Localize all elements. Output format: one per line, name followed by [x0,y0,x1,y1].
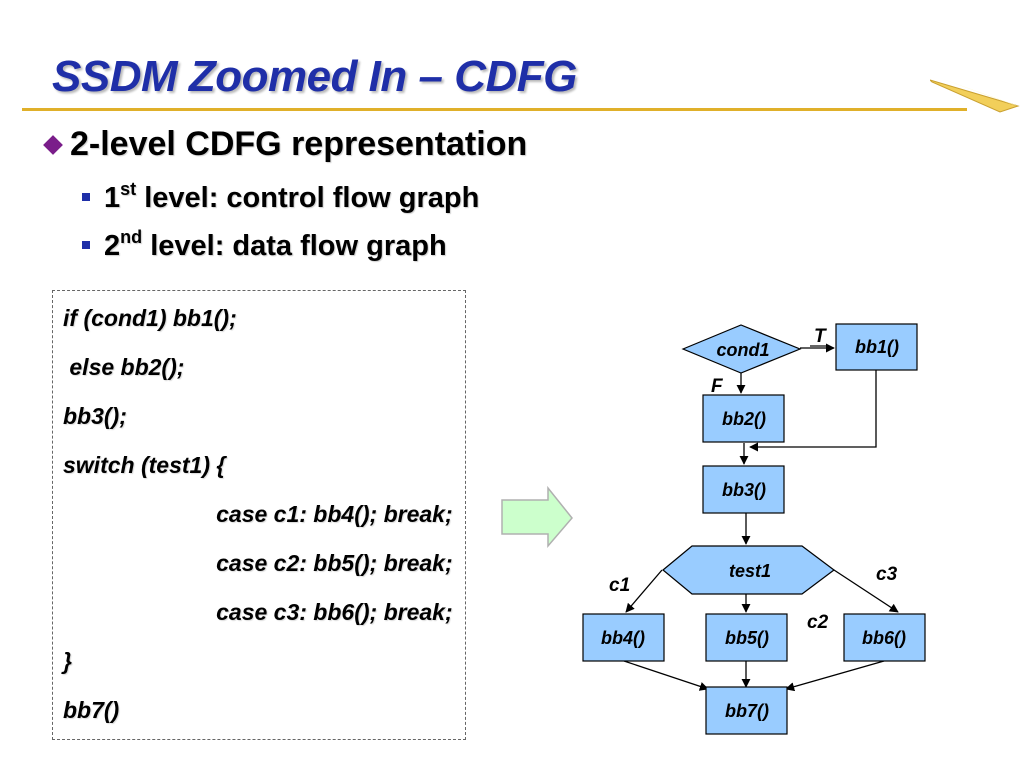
edge-label-true: T [814,326,827,347]
code-line: bb3(); [63,403,127,429]
edge-test1-bb6 [833,569,899,613]
sub-bullet-2-text: level: data flow graph [142,230,447,262]
node-bb7 [705,686,788,735]
node-bb2-label: bb2() [722,409,766,429]
sub-bullet-2: 2nd level: data flow graph [82,227,447,263]
code-line: case c3: bb6(); break; [165,599,453,625]
slide-title: SSDM Zoomed In – CDFG [52,52,577,101]
corner-arrow-decoration [930,78,1020,113]
code-line: switch (test1) { [63,452,226,478]
main-bullet-text: 2-level CDFG representation [70,125,528,163]
node-bb5-label: bb5() [725,628,769,648]
code-line: } [63,648,72,674]
edge-label-false: F [711,376,724,397]
edge-test1-bb4 [625,569,663,613]
node-bb3-label: bb3() [722,480,766,500]
edge-bb6-bb7 [785,660,885,692]
node-test1 [662,545,835,595]
code-line: case c2: bb5(); break; [165,550,453,576]
node-bb3 [702,465,785,514]
edge-label-c3: c3 [876,564,898,585]
sub-bullet-1-text: level: control flow graph [136,182,480,214]
node-cond1-label: cond1 [716,340,769,360]
sub-bullet-1-sup: st [120,179,137,199]
node-bb7-label: bb7() [725,701,769,721]
edge-bb4-bb7 [623,660,709,691]
code-line: if (cond1) bb1(); [63,305,237,331]
sub-bullet-1-num: 1 [104,182,121,214]
node-bb5 [705,613,788,662]
node-bb1-label: bb1() [855,337,899,357]
sub-bullet-2-sup: nd [120,227,143,247]
node-bb2 [702,394,785,443]
sub-bullet-1: 1st level: control flow graph [82,179,480,215]
node-bb4-label: bb4() [601,628,645,648]
edge-label-c2: c2 [807,612,829,633]
node-bb6-label: bb6() [862,628,906,648]
node-test1-label: test1 [729,561,771,581]
square-bullet-icon [82,193,90,201]
main-bullet: 2-level CDFG representation [42,125,527,164]
code-line: bb7() [63,697,120,723]
edge-label-c1: c1 [609,575,630,596]
code-line: else bb2(); [63,354,185,380]
node-bb4 [582,613,665,662]
node-bb1 [835,323,918,371]
code-box: if (cond1) bb1(); else bb2(); bb3(); swi… [52,290,466,740]
code-line: case c1: bb4(); break; [165,501,453,527]
right-arrow-icon [501,486,573,549]
title-underline [22,108,967,111]
node-bb6 [843,613,926,662]
square-bullet-icon [82,241,90,249]
edge-bb1-bb3 [749,370,877,452]
node-cond1 [681,324,802,374]
graph-edges [623,343,899,692]
sub-bullet-2-num: 2 [104,230,121,262]
